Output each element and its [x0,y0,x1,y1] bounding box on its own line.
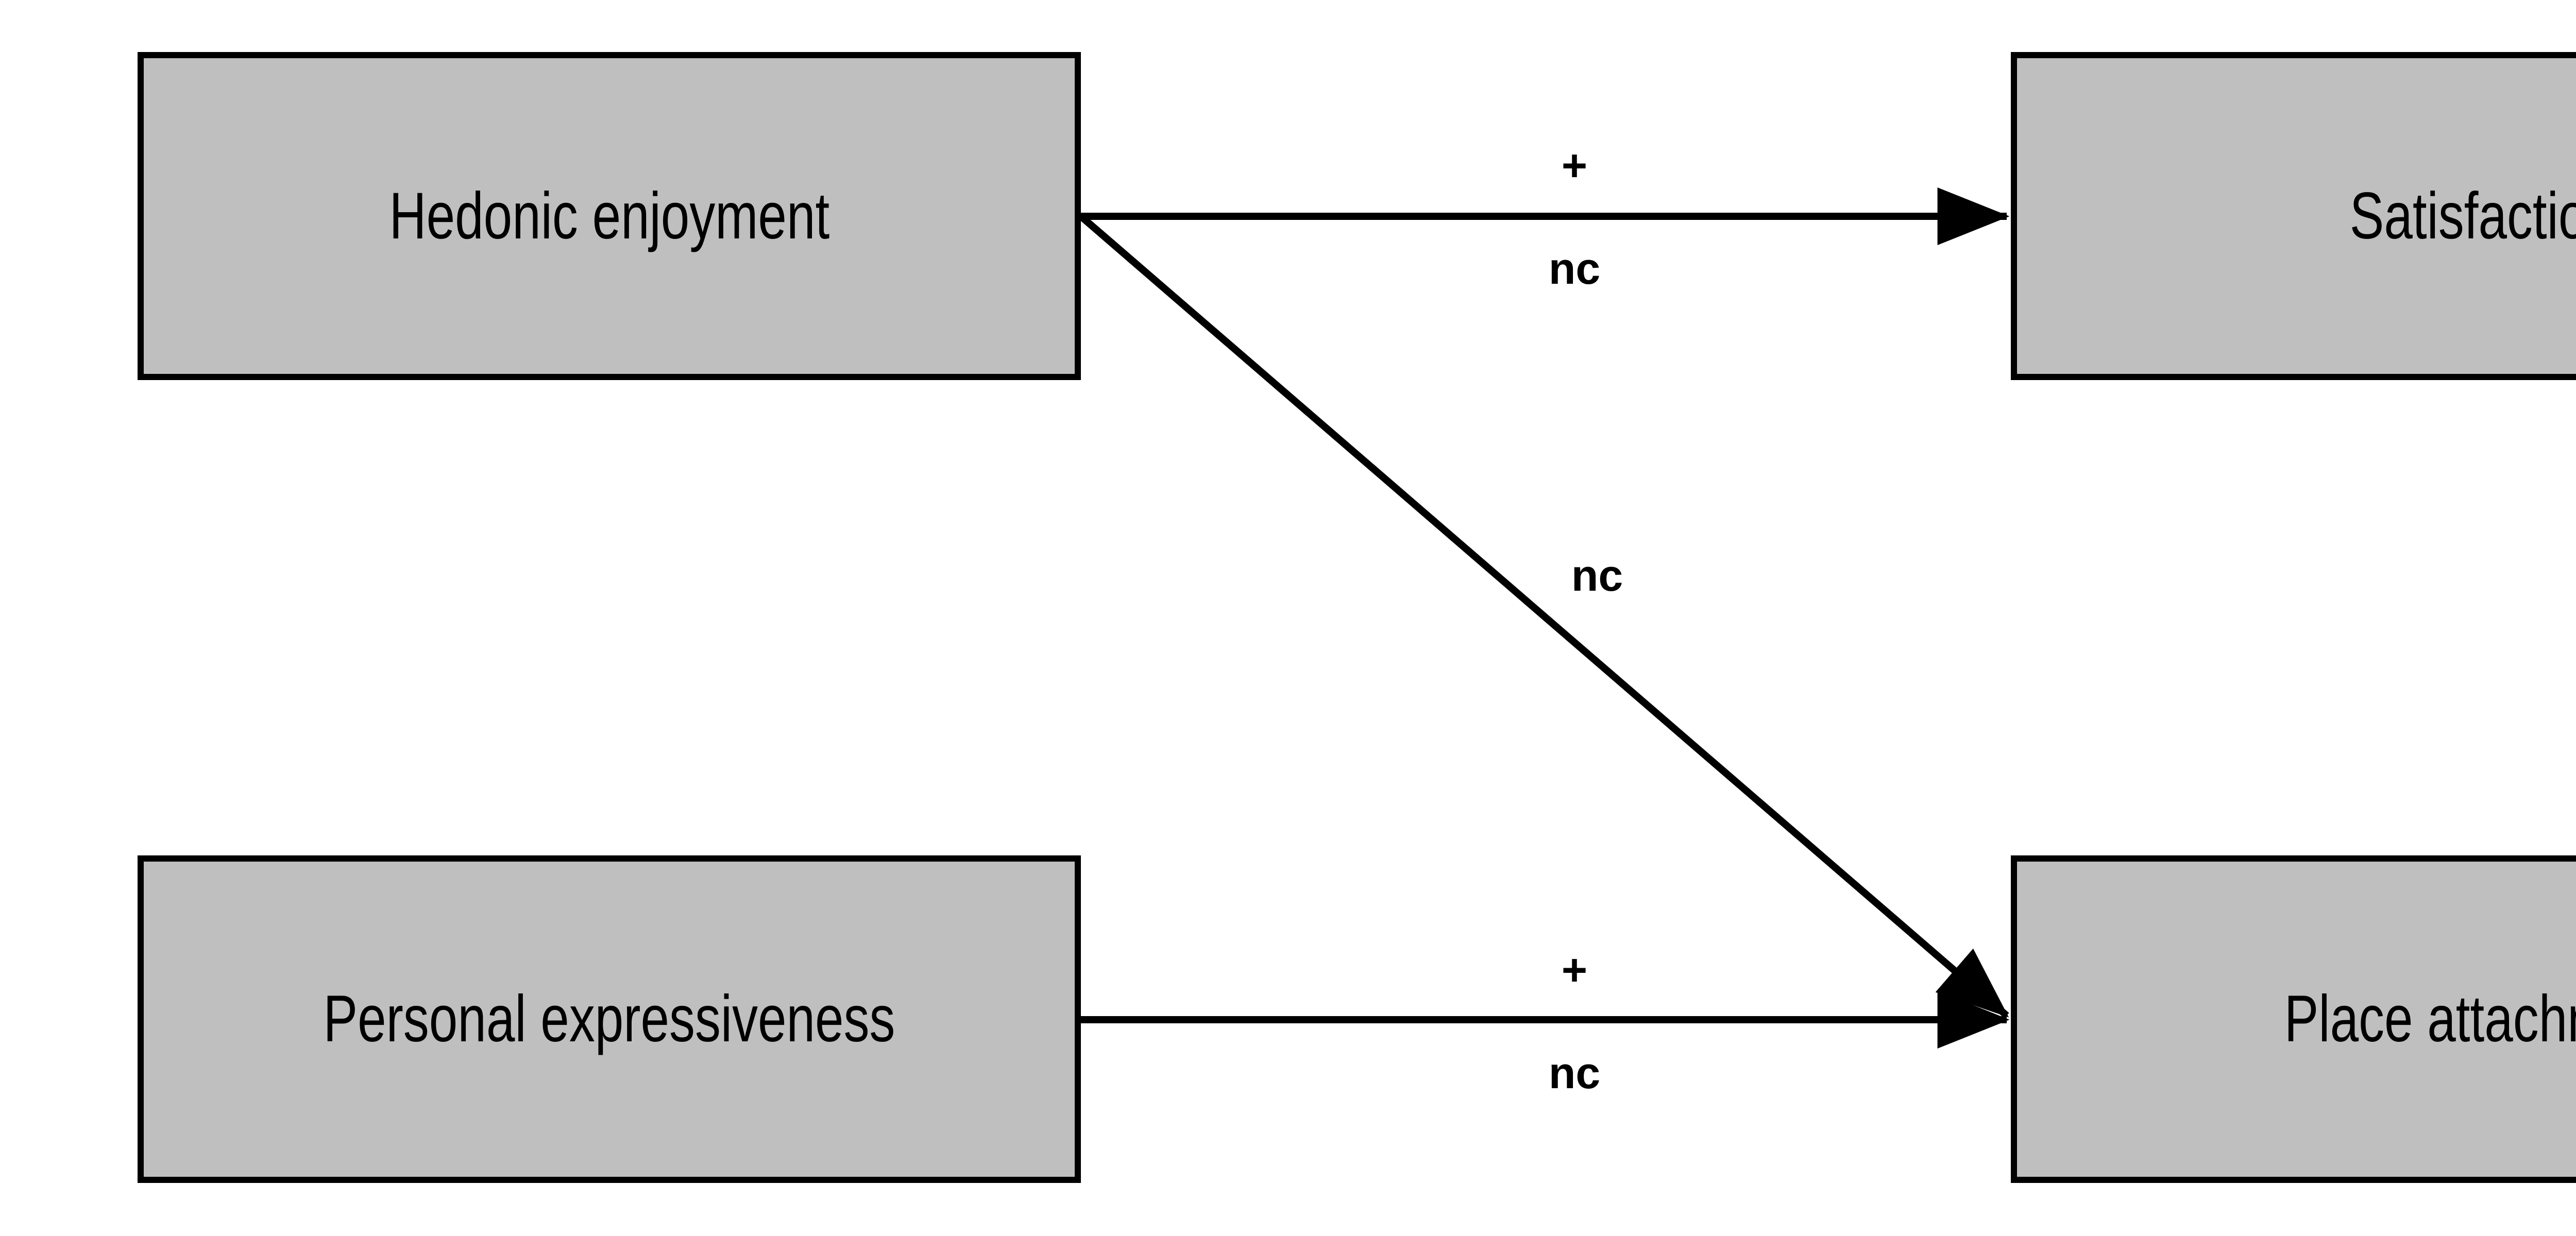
node-satisfaction-label: Satisfaction [2349,179,2576,253]
node-place-attachment[interactable]: Place attachment [2011,855,2576,1183]
edge-label-personal-to-place-attachment-nc: nc [1548,1049,1601,1098]
edge-label-personal-to-place-attachment-sign: + [1561,946,1588,995]
edge-hedonic-to-place-attachment [1078,213,2009,1019]
node-hedonic-enjoyment-label: Hedonic enjoyment [389,179,829,253]
node-place-attachment-label: Place attachment [2284,982,2576,1056]
node-hedonic-enjoyment[interactable]: Hedonic enjoyment [138,52,1081,380]
edge-label-hedonic-to-place-attachment-nc: nc [1571,551,1623,600]
edge-label-hedonic-to-satisfaction-sign: + [1561,141,1588,191]
node-satisfaction[interactable]: Satisfaction [2011,52,2576,380]
node-personal-expressiveness-label: Personal expressiveness [323,982,895,1056]
node-personal-expressiveness[interactable]: Personal expressiveness [138,855,1081,1183]
edge-label-hedonic-to-satisfaction-nc: nc [1548,244,1601,294]
